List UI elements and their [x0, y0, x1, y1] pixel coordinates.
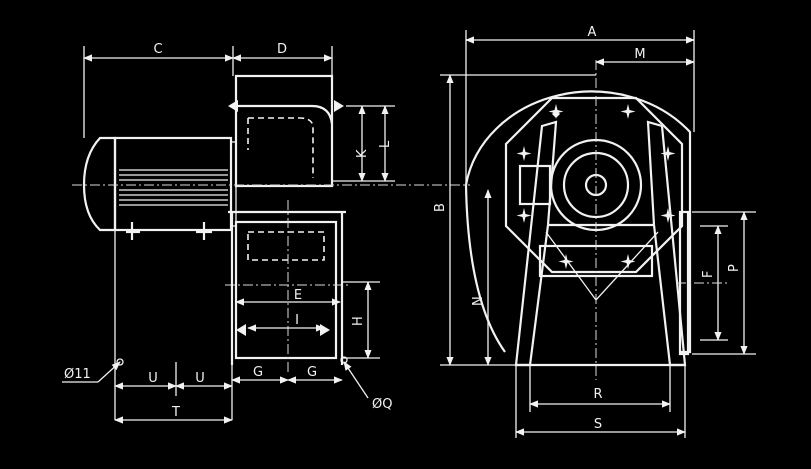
dim-G: G G [231, 365, 343, 384]
label-L: L [378, 140, 393, 148]
dim-F: F [676, 225, 730, 341]
hole-callout-11: Ø11 [62, 358, 124, 383]
label-A: A [588, 25, 597, 40]
dim-U: U U [114, 362, 233, 396]
dim-S: S [515, 417, 686, 436]
motor [82, 136, 237, 420]
dim-B: B [433, 74, 596, 366]
label-U-right: U [195, 371, 205, 386]
label-G-left: G [253, 365, 263, 380]
scroll-housing-lower [464, 184, 506, 353]
label-G-right: G [307, 365, 317, 380]
dim-D: D [232, 42, 333, 76]
scroll-housing [464, 90, 692, 354]
plate-bolts [516, 104, 676, 269]
label-D: D [277, 42, 287, 57]
label-OQ: ØQ [372, 397, 392, 412]
dim-H: H [342, 281, 380, 359]
label-N: N [471, 296, 486, 306]
dim-P: P [692, 211, 756, 355]
base-stand [514, 120, 687, 367]
dim-K-L: K L [332, 105, 395, 182]
dim-T: T [114, 405, 233, 424]
dim-M: M [595, 47, 695, 66]
label-B: B [433, 203, 448, 212]
label-C: C [153, 42, 162, 57]
label-S: S [594, 417, 602, 432]
dim-C: C [83, 42, 234, 138]
side-view: C D K L E I [62, 42, 470, 424]
dim-E: E [235, 288, 341, 306]
label-P: P [727, 264, 742, 272]
label-M: M [634, 47, 645, 62]
dim-N: N [471, 189, 492, 366]
front-view: A M B N F P [433, 25, 756, 438]
label-T: T [171, 405, 180, 420]
label-E: E [294, 288, 302, 303]
hole-callout-Q: ØQ [340, 356, 392, 412]
label-O11: Ø11 [64, 367, 91, 382]
label-K: K [355, 149, 370, 158]
dim-R: R [515, 365, 686, 438]
label-U-left: U [148, 371, 158, 386]
motor-plate [504, 96, 684, 274]
label-H: H [351, 316, 366, 326]
dim-I: I [247, 313, 325, 332]
label-F: F [701, 271, 716, 278]
label-I: I [295, 313, 299, 328]
label-R: R [593, 387, 602, 402]
housing-lower [225, 200, 350, 372]
dim-A: A [465, 25, 695, 185]
housing-upper [228, 74, 344, 188]
